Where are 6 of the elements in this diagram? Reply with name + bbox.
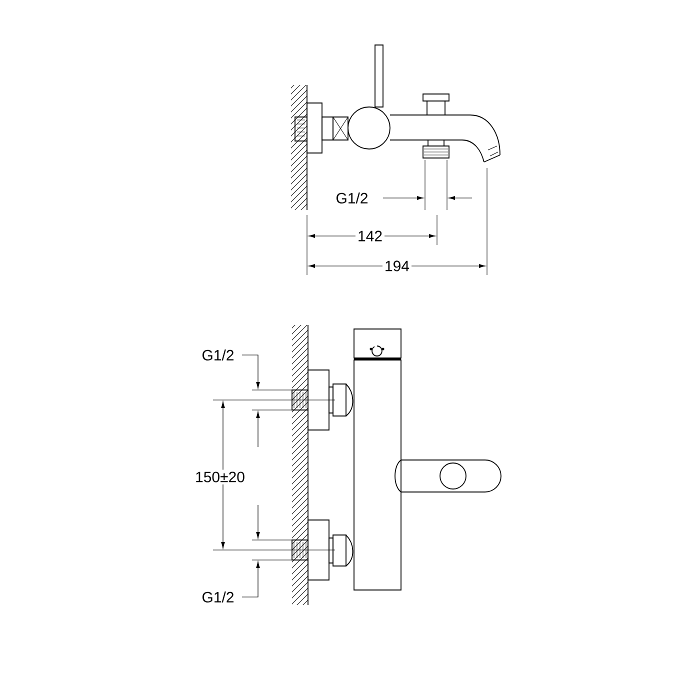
dimension-label: G1/2: [200, 348, 236, 362]
dimension-label: G1/2: [334, 190, 370, 206]
dimension-label: G1/2: [200, 590, 236, 605]
dimension-label: 150±20: [193, 470, 247, 484]
dimension-label: 194: [382, 258, 412, 274]
dimension-label: 142: [356, 228, 385, 244]
